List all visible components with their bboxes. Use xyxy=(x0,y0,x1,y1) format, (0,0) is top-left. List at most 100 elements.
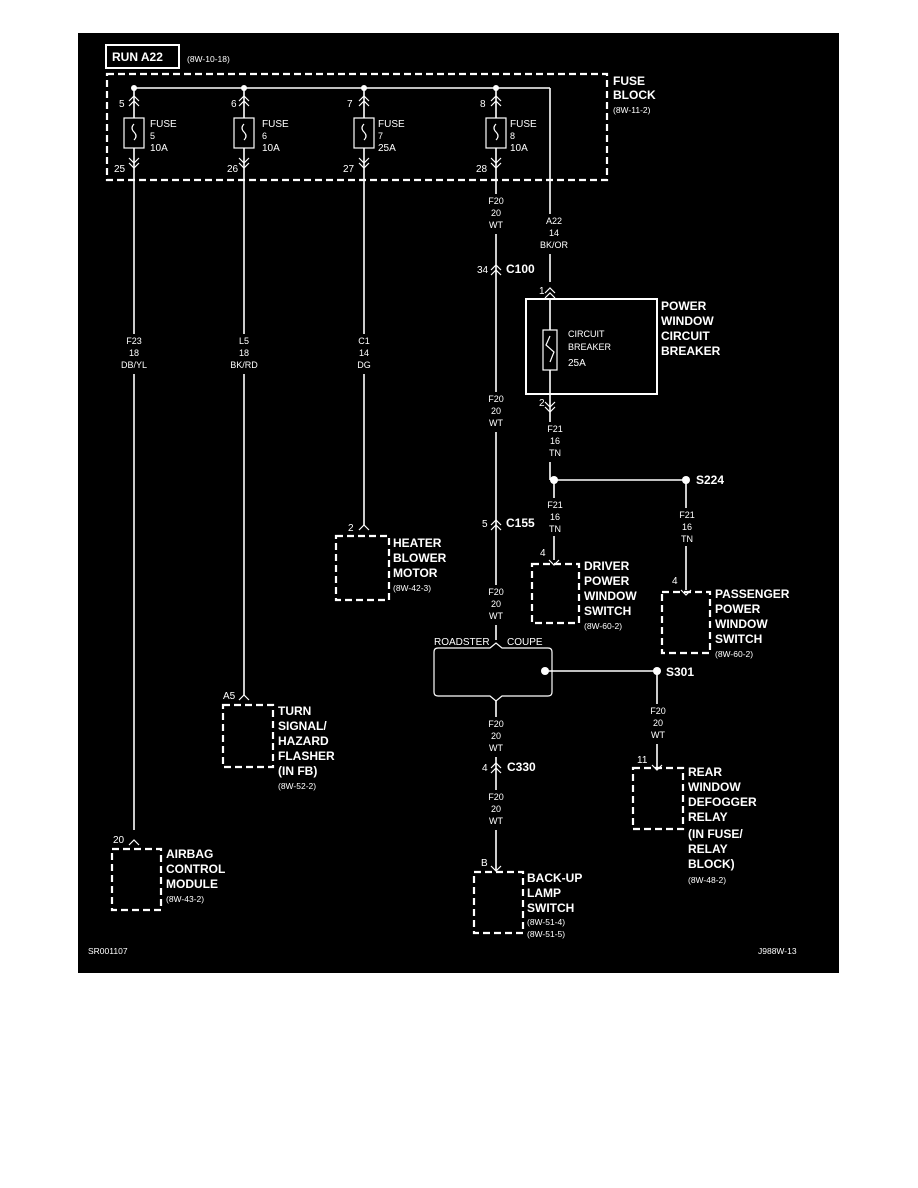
airbag-control-module: 20 AIRBAG CONTROL MODULE (8W-43-2) xyxy=(110,835,225,912)
svg-text:C1: C1 xyxy=(358,336,370,346)
svg-text:SWITCH: SWITCH xyxy=(584,604,631,618)
svg-text:BREAKER: BREAKER xyxy=(661,344,721,358)
svg-text:F20: F20 xyxy=(488,792,504,802)
turn-signal-hazard-flasher: A5 TURN SIGNAL/ HAZARD FLASHER (IN FB) (… xyxy=(221,691,335,791)
svg-text:PASSENGER: PASSENGER xyxy=(715,587,790,601)
svg-text:1: 1 xyxy=(539,286,545,297)
fuse-rating: 10A xyxy=(150,143,168,154)
svg-text:16: 16 xyxy=(550,512,560,522)
svg-text:MODULE: MODULE xyxy=(166,877,218,891)
svg-text:WT: WT xyxy=(651,730,665,740)
fuse-5: 5 25 FUSE 5 10A xyxy=(114,85,177,830)
wire-label-f20-c330-top: F20 20 WT xyxy=(481,717,511,757)
svg-text:TN: TN xyxy=(549,448,561,458)
svg-text:(8W-42-3): (8W-42-3) xyxy=(393,583,431,593)
svg-text:F20: F20 xyxy=(488,587,504,597)
fuse-block-outline xyxy=(105,72,609,182)
fuse-out-pin: 25 xyxy=(114,164,126,175)
connector-c330: 4 C330 xyxy=(482,760,536,774)
fuse-in-pin: 5 xyxy=(119,99,125,110)
svg-text:CIRCUIT: CIRCUIT xyxy=(568,329,605,339)
svg-text:F20: F20 xyxy=(488,394,504,404)
svg-text:DB/YL: DB/YL xyxy=(121,360,147,370)
diagram-background xyxy=(78,33,839,973)
svg-text:ROADSTER: ROADSTER xyxy=(434,637,490,648)
svg-text:25A: 25A xyxy=(568,358,586,369)
fuse-out-pin: 28 xyxy=(476,164,488,175)
svg-text:SIGNAL/: SIGNAL/ xyxy=(278,719,327,733)
svg-text:HEATER: HEATER xyxy=(393,536,442,550)
fuse-number: 7 xyxy=(378,131,383,141)
fuse-number: 6 xyxy=(262,131,267,141)
svg-text:20: 20 xyxy=(491,208,501,218)
fuse-label: FUSE xyxy=(510,119,537,130)
svg-text:F20: F20 xyxy=(650,706,666,716)
svg-text:BLOWER: BLOWER xyxy=(393,551,447,565)
fuse-number: 8 xyxy=(510,131,515,141)
svg-text:POWER: POWER xyxy=(661,299,707,313)
svg-text:20: 20 xyxy=(491,406,501,416)
svg-text:WT: WT xyxy=(489,418,503,428)
svg-text:TN: TN xyxy=(549,524,561,534)
fuse-rating: 10A xyxy=(262,143,280,154)
svg-text:WT: WT xyxy=(489,816,503,826)
svg-text:LAMP: LAMP xyxy=(527,886,561,900)
fuse-label: FUSE xyxy=(150,119,177,130)
footer-right-id: J988W-13 xyxy=(758,946,797,956)
svg-text:CIRCUIT: CIRCUIT xyxy=(661,329,710,343)
svg-text:4: 4 xyxy=(540,548,546,559)
fuse-block-label-1: FUSE xyxy=(613,74,645,88)
fuse-in-pin: 6 xyxy=(231,99,237,110)
svg-text:L5: L5 xyxy=(239,336,249,346)
wire-label-c1: C1 14 DG xyxy=(350,334,378,374)
fuse-rating: 25A xyxy=(378,143,396,154)
fuse-block-label-2: BLOCK xyxy=(613,88,656,102)
rear-window-defogger-relay: 11 REAR WINDOW DEFOGGER RELAY (IN FUSE/ … xyxy=(631,755,757,885)
svg-text:(8W-43-2): (8W-43-2) xyxy=(166,894,204,904)
fuse-out-pin: 27 xyxy=(343,164,355,175)
svg-text:C100: C100 xyxy=(506,262,535,276)
svg-text:2: 2 xyxy=(348,523,354,534)
svg-text:(IN FB): (IN FB) xyxy=(278,764,317,778)
connector-chevron xyxy=(128,95,140,107)
svg-text:20: 20 xyxy=(491,804,501,814)
svg-text:S301: S301 xyxy=(666,665,694,679)
roadster-coupe-variant: ROADSTER COUPE xyxy=(433,637,657,702)
svg-text:BREAKER: BREAKER xyxy=(568,342,612,352)
svg-text:(8W-51-5): (8W-51-5) xyxy=(527,929,565,939)
svg-text:20: 20 xyxy=(113,835,125,846)
svg-text:AIRBAG: AIRBAG xyxy=(166,847,213,861)
svg-text:4: 4 xyxy=(482,763,488,774)
svg-text:F21: F21 xyxy=(547,424,563,434)
wire-label-f20-c330-bottom: F20 20 WT xyxy=(481,790,511,830)
svg-text:BLOCK): BLOCK) xyxy=(688,857,735,871)
svg-text:5: 5 xyxy=(482,519,488,530)
svg-text:20: 20 xyxy=(653,718,663,728)
back-up-lamp-switch: B BACK-UP LAMP SWITCH (8W-51-4) (8W-51-5… xyxy=(472,858,582,939)
svg-text:SWITCH: SWITCH xyxy=(715,632,762,646)
svg-text:S224: S224 xyxy=(696,473,724,487)
fuse-label: FUSE xyxy=(378,119,405,130)
svg-text:16: 16 xyxy=(682,522,692,532)
svg-text:(8W-48-2): (8W-48-2) xyxy=(688,875,726,885)
svg-text:(8W-60-2): (8W-60-2) xyxy=(584,621,622,631)
wire-label-f23: F23 18 DB/YL xyxy=(116,334,152,374)
fuse-number: 5 xyxy=(150,131,155,141)
connector-c100: 34 C100 xyxy=(477,262,535,276)
svg-text:(IN FUSE/: (IN FUSE/ xyxy=(688,827,743,841)
svg-text:20: 20 xyxy=(491,599,501,609)
svg-text:(8W-52-2): (8W-52-2) xyxy=(278,781,316,791)
svg-text:(8W-60-2): (8W-60-2) xyxy=(715,649,753,659)
fuse-in-pin: 7 xyxy=(347,99,353,110)
svg-text:16: 16 xyxy=(550,436,560,446)
svg-text:SWITCH: SWITCH xyxy=(527,901,574,915)
fuse-label: FUSE xyxy=(262,119,289,130)
svg-text:C155: C155 xyxy=(506,516,535,530)
footer-left-id: SR001107 xyxy=(88,946,128,956)
svg-text:WT: WT xyxy=(489,220,503,230)
svg-text:F23: F23 xyxy=(126,336,142,346)
svg-text:FLASHER: FLASHER xyxy=(278,749,335,763)
svg-text:2: 2 xyxy=(539,398,545,409)
run-a22-box xyxy=(105,44,180,69)
